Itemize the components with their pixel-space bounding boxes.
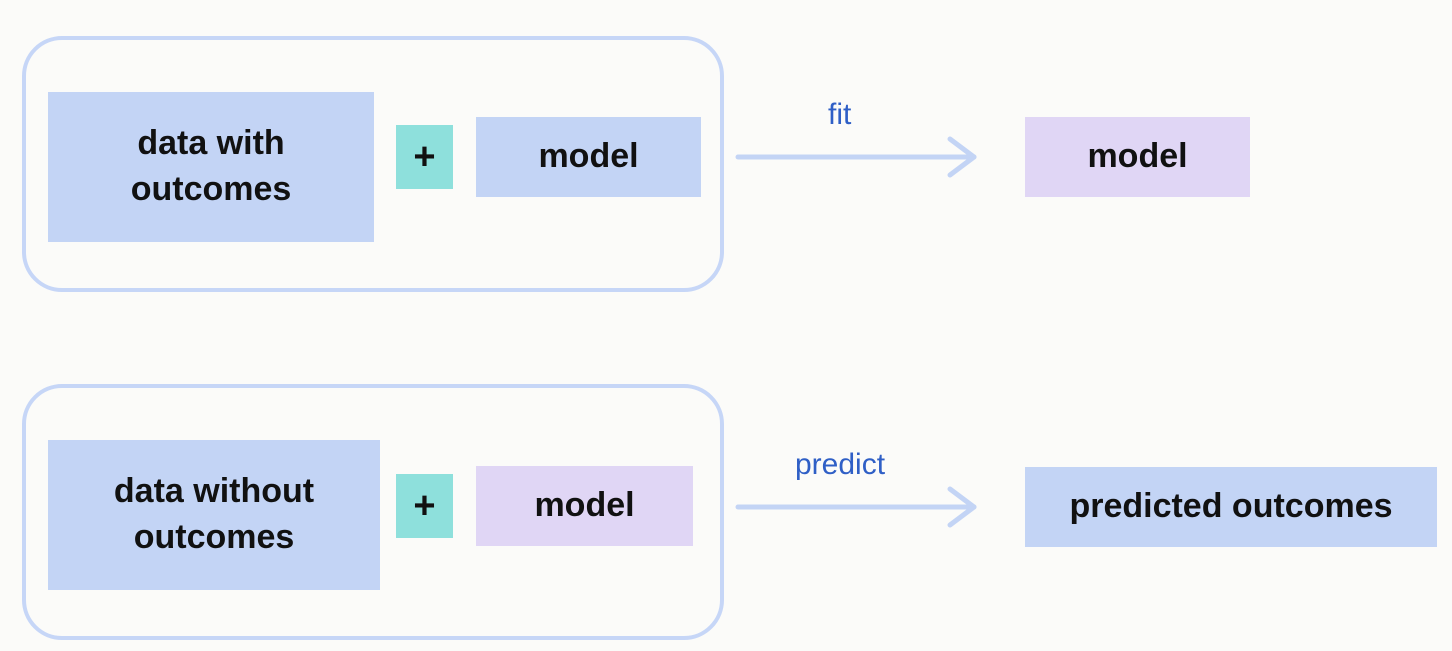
data-with-outcomes-label: data with outcomes bbox=[130, 124, 292, 208]
fitted-model-box: model bbox=[1025, 117, 1250, 197]
fitted-model-label: model bbox=[1087, 137, 1188, 176]
predict-arrow-label: predict bbox=[795, 448, 886, 481]
predict-plus-sign: + bbox=[396, 474, 453, 538]
fit-plus-sign: + bbox=[396, 125, 453, 189]
fit-plus-label: + bbox=[413, 135, 436, 178]
predict-plus-label: + bbox=[413, 484, 436, 527]
predict-arrow bbox=[735, 486, 977, 528]
fit-arrow bbox=[735, 136, 977, 178]
predict-model-input-label: model bbox=[534, 486, 635, 525]
data-with-outcomes-box: data with outcomes bbox=[48, 92, 374, 242]
predict-input-group bbox=[22, 384, 724, 640]
predicted-outcomes-box: predicted outcomes bbox=[1025, 467, 1437, 547]
predict-model-input-box: model bbox=[476, 466, 693, 546]
data-without-outcomes-label: data without outcomes bbox=[113, 472, 315, 556]
predicted-outcomes-label: predicted outcomes bbox=[1069, 487, 1393, 526]
fit-model-input-box: model bbox=[476, 117, 701, 197]
fit-model-input-label: model bbox=[538, 137, 639, 176]
fit-arrow-label: fit bbox=[828, 98, 852, 131]
data-without-outcomes-box: data without outcomes bbox=[48, 440, 380, 590]
fit-input-group bbox=[22, 36, 724, 292]
